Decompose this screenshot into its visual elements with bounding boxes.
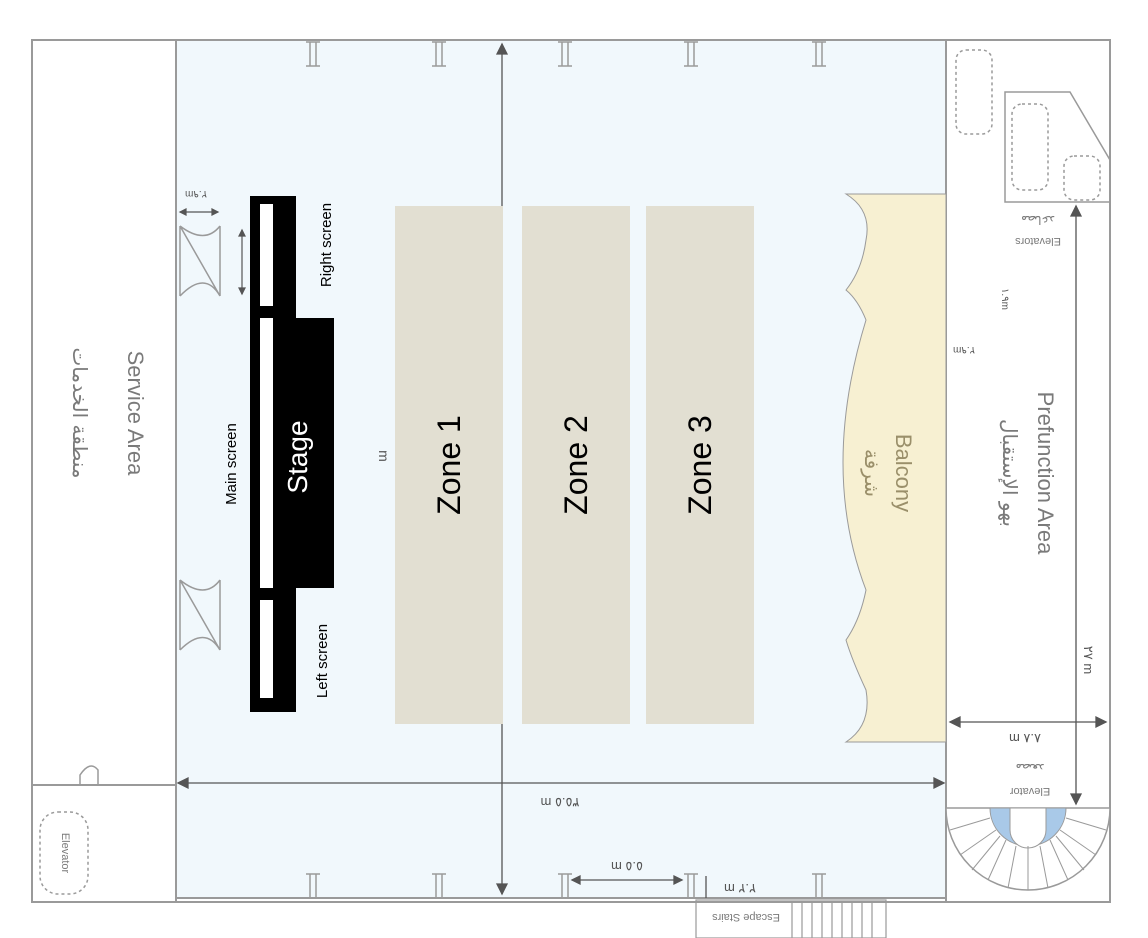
stairs-gap-dim: ٥.٥ m [610,859,644,874]
main-screen [260,318,273,588]
prefunction-width-dim: ٨.٨ m [1008,731,1042,746]
zone-3-label: Zone 3 [682,415,718,515]
hall-width-dim: m [376,450,392,462]
right-screen-label: Right screen [318,202,335,288]
stage-label: Stage [282,420,313,494]
door-dim-arrows-left [178,208,246,296]
service-area [31,39,177,786]
prefunction-area-ar-label: بهو الإستقبال [998,418,1022,527]
door-width-right-dim: ٢.٩m [953,344,975,355]
prefunction-length-dim: ٢٧ m [1081,645,1096,675]
zone-1-block [395,206,503,724]
elevator-bottom-label: Elevator [1009,785,1051,797]
left-screen [260,600,273,698]
columns-top [306,41,826,67]
elevator-left-block [31,784,177,903]
balcony-shape [842,193,947,743]
service-area-label: Service Area [123,350,148,476]
elevator-left-label: Elevator [59,832,71,874]
balcony-ar-label: شرفة [860,448,884,498]
escape-stairs [695,899,887,938]
door-depth-right-dim: ١.٩m [999,288,1010,310]
spiral-stair [945,807,1111,891]
zone-1-label: Zone 1 [431,415,467,515]
elevator-bottom-ar-label: مصعد [1015,761,1045,775]
elevator-left-box [39,811,89,895]
left-screen-label: Left screen [314,623,331,699]
service-door [79,765,99,785]
balcony-label: Balcony [891,433,916,513]
zone-2-label: Zone 2 [558,415,594,515]
main-screen-label: Main screen [223,423,240,505]
door-width-left-dim: ٢.٩m [185,188,207,199]
stairs-width-dim: ٢.٢ m [723,881,757,896]
columns-bottom [306,873,826,899]
elevators-top-ar-label: مصاعد [1021,213,1055,227]
zone-3-block [646,206,754,724]
prefunction-area [945,39,1111,903]
service-area-ar-label: منطقة الخدمات [68,347,92,479]
prefunction-area-label: Prefunction Area [1033,391,1058,555]
hall-doors-left [179,225,221,651]
elevators-top-label: Elevators [1015,235,1061,247]
stage-platform [282,318,334,588]
elevator-shafts-top [955,49,1111,203]
hall-length-dim: ٣٥.٥ m [540,795,580,810]
escape-stairs-label: Escape Stairs [712,911,780,923]
zone-2-block [522,206,630,724]
dimension-lines [176,42,1108,898]
right-screen [260,204,273,306]
